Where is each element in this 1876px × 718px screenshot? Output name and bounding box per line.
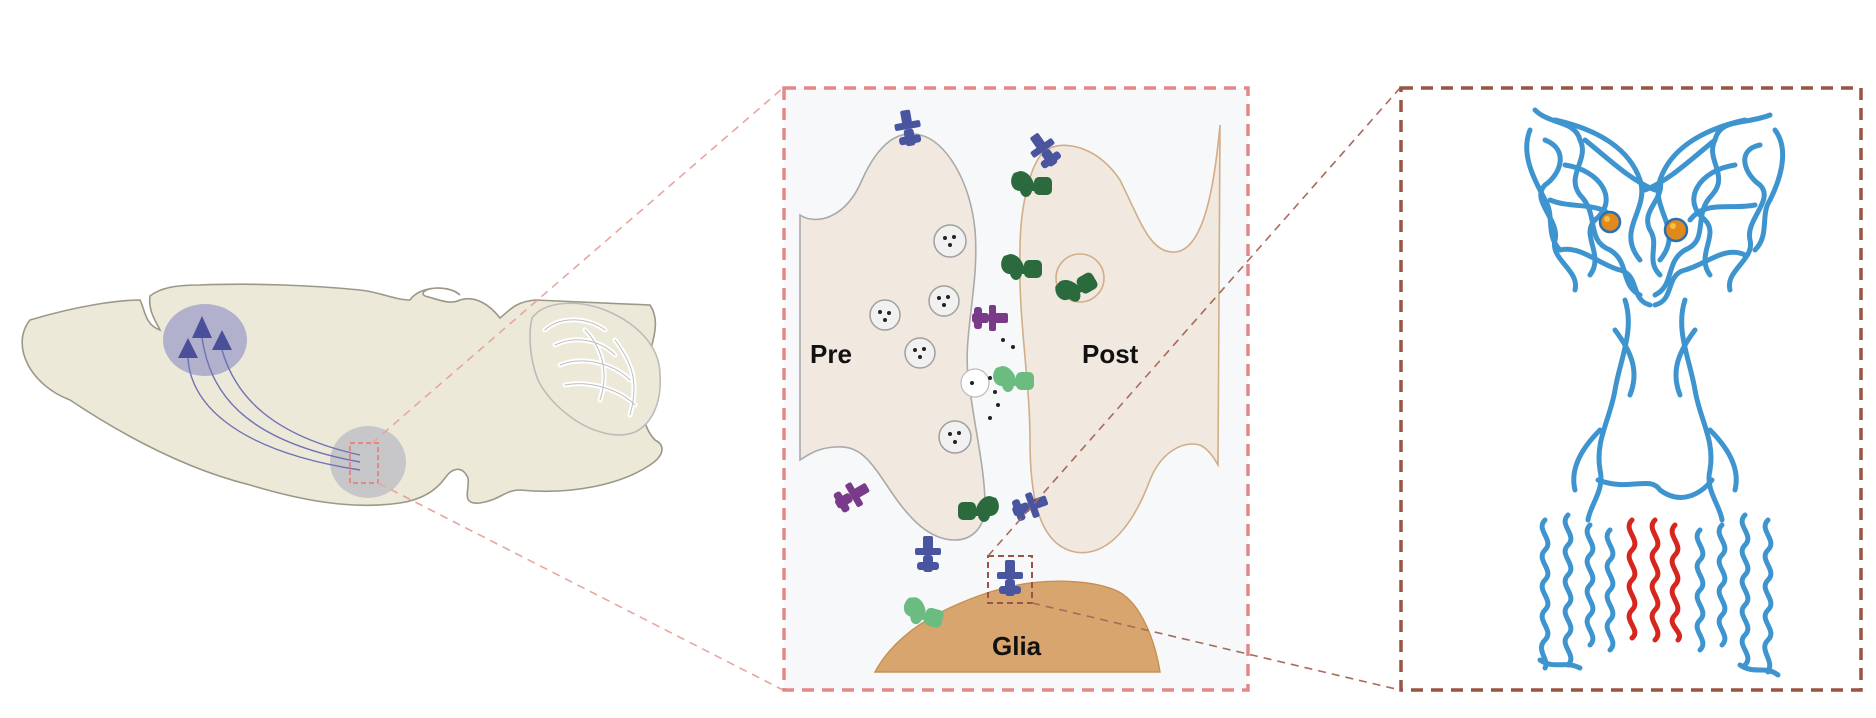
vesicle-icon (938, 420, 972, 454)
bound-ligands (1598, 210, 1689, 243)
brain-sagittal-panel (21, 283, 663, 507)
neurotransmitter-dots (988, 338, 1015, 420)
receptor-zoom-box (987, 555, 1033, 604)
postsynaptic-compartment (1055, 253, 1105, 303)
ligand-icon (1663, 217, 1689, 243)
target-region (330, 426, 406, 498)
brain-zoom-box (349, 442, 379, 484)
ligand-icon (1598, 210, 1622, 234)
glia-label: Glia (992, 631, 1042, 661)
vesicle-icon (933, 224, 967, 258)
zoom-lines-1 (371, 87, 784, 691)
vesicle-icon (928, 285, 960, 317)
zoom-lines-2 (987, 87, 1401, 691)
fusing-vesicle-icon (960, 368, 990, 398)
axon-projections (187, 337, 361, 471)
neuron-triangle-icon (178, 338, 198, 358)
cerebellum (529, 302, 661, 436)
cortical-neuron-region (163, 304, 247, 376)
glia-cell (873, 580, 1161, 673)
presynaptic-label: Pre (810, 339, 852, 369)
postsynaptic-terminal (1018, 124, 1221, 554)
vesicle-icon (869, 299, 901, 331)
protein-structure-panel (1399, 86, 1863, 692)
highlighted-helices (1626, 517, 1682, 643)
synapse-panel: Pre Post Glia (782, 86, 1250, 692)
protein-zoom-frame (1399, 86, 1863, 692)
postsynaptic-label: Post (1082, 339, 1139, 369)
vesicle-icon (904, 337, 936, 369)
neuron-triangle-icon (212, 330, 232, 350)
protein-structure-icon (1524, 107, 1786, 678)
synapse-zoom-frame (782, 86, 1250, 692)
synaptic-vesicles (869, 224, 990, 454)
neuron-triangle-icon (192, 316, 212, 338)
